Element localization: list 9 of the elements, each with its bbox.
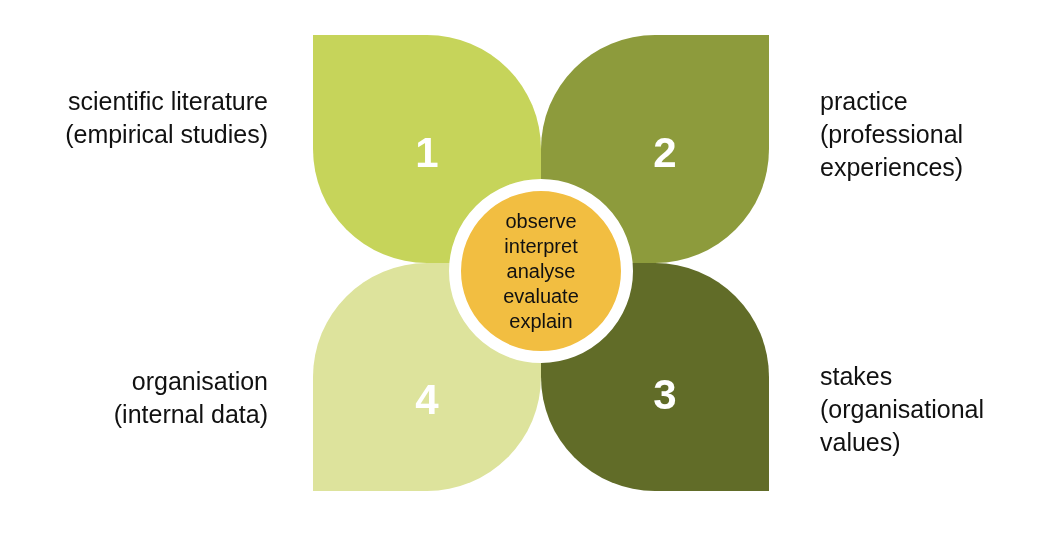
petal-caption: organisation (internal data) — [112, 366, 268, 430]
petal-number: 2 — [653, 132, 677, 174]
petal-caption: scientific literature (empirical studies) — [64, 86, 268, 150]
center-text: observe interpret analyse evaluate explain — [502, 208, 580, 334]
petal-number: 4 — [415, 379, 439, 421]
petal-number: 3 — [653, 374, 677, 416]
petal-number: 1 — [415, 132, 439, 174]
petal-caption: practice (professional experiences) — [820, 86, 965, 183]
petal-caption: stakes (organisational values) — [820, 361, 985, 458]
